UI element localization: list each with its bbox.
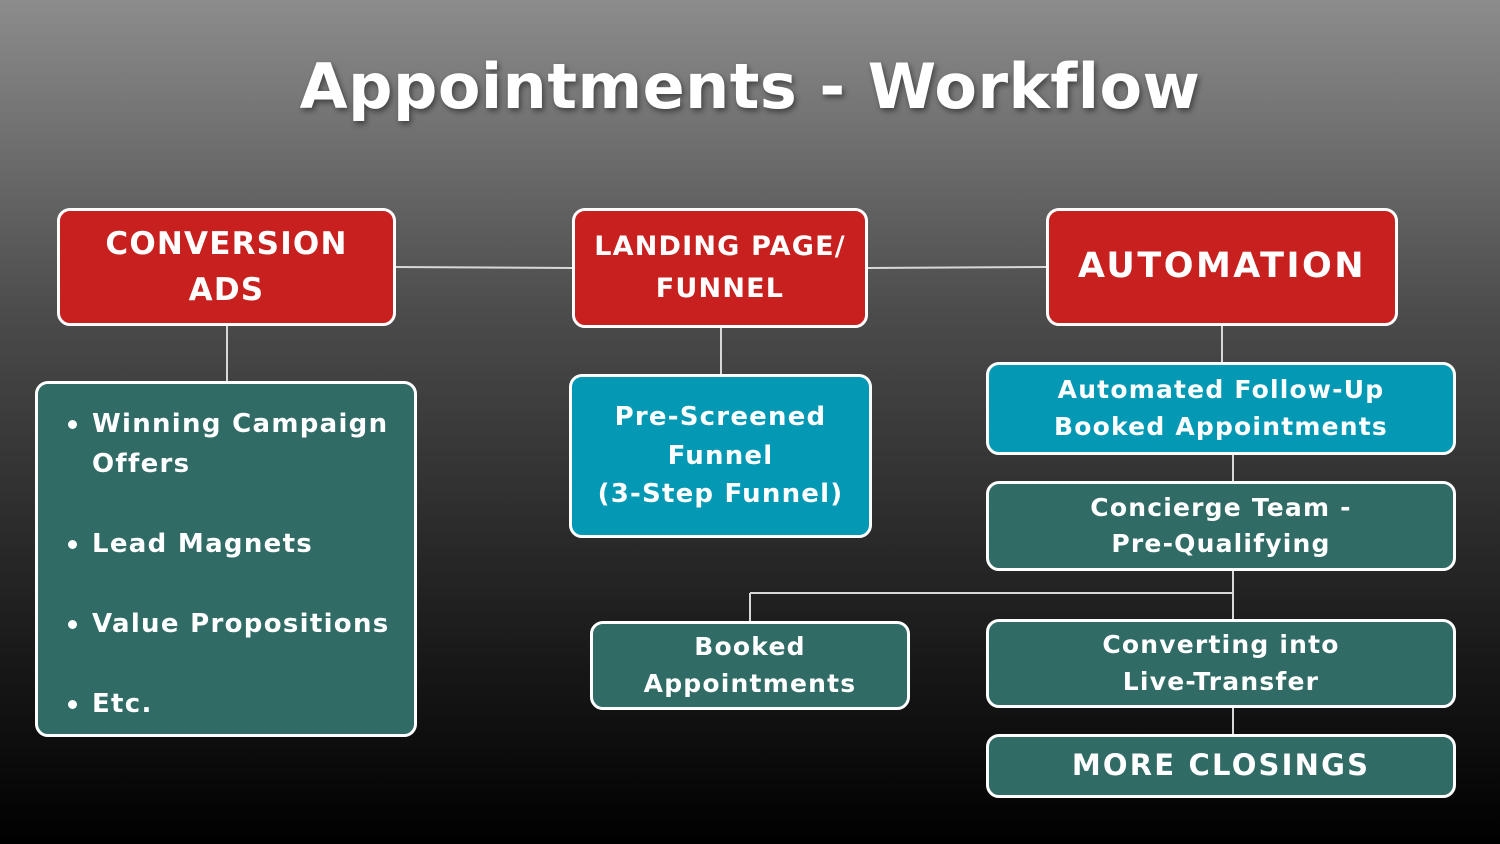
more-closings-box: MORE CLOSINGS [986, 734, 1456, 798]
node-line: Appointments [643, 668, 857, 698]
booked-appointments-box: Booked Appointments [590, 621, 910, 710]
automation-box: AUTOMATION [1046, 208, 1398, 326]
node-line: (3-Step Funnel) [597, 479, 844, 510]
page-title: Appointments - Workflow [299, 50, 1201, 123]
node-line: Automated Follow-Up [1057, 375, 1385, 405]
node-line: Converting into [1102, 630, 1340, 660]
connector-ads-to-landing [395, 266, 573, 269]
campaign-list-box: Winning Campaign Offers Lead Magnets Val… [35, 381, 417, 737]
node-line: ADS [188, 272, 265, 308]
live-transfer-box: Converting into Live-Transfer [986, 619, 1456, 708]
concierge-team-box: Concierge Team - Pre-Qualifying [986, 481, 1456, 571]
node-line: Pre-Screened [614, 402, 827, 433]
node-line: Funnel [667, 440, 774, 471]
campaign-list: Winning Campaign Offers Lead Magnets Val… [66, 404, 390, 724]
node-line: LANDING PAGE/ [594, 231, 846, 263]
node-line: Booked [694, 632, 806, 662]
list-item: Etc. [66, 684, 390, 724]
node-line: Concierge Team - [1090, 492, 1352, 522]
pre-screened-funnel-box: Pre-Screened Funnel (3-Step Funnel) [569, 374, 872, 538]
landing-page-box: LANDING PAGE/ FUNNEL [572, 208, 868, 328]
node-line: AUTOMATION [1077, 246, 1367, 287]
node-line: CONVERSION [105, 225, 348, 262]
node-line: MORE CLOSINGS [1071, 748, 1371, 783]
automated-followup-box: Automated Follow-Up Booked Appointments [986, 362, 1456, 455]
connector-landing-to-automation [867, 266, 1047, 269]
list-item: Winning Campaign Offers [66, 404, 390, 484]
list-item: Lead Magnets [66, 524, 390, 564]
node-line: Booked Appointments [1054, 411, 1388, 441]
node-line: Pre-Qualifying [1111, 529, 1331, 558]
node-line: FUNNEL [655, 273, 785, 304]
list-item: Value Propositions [66, 604, 390, 644]
conversion-ads-box: CONVERSION ADS [57, 208, 396, 326]
node-line: Live-Transfer [1122, 666, 1320, 696]
